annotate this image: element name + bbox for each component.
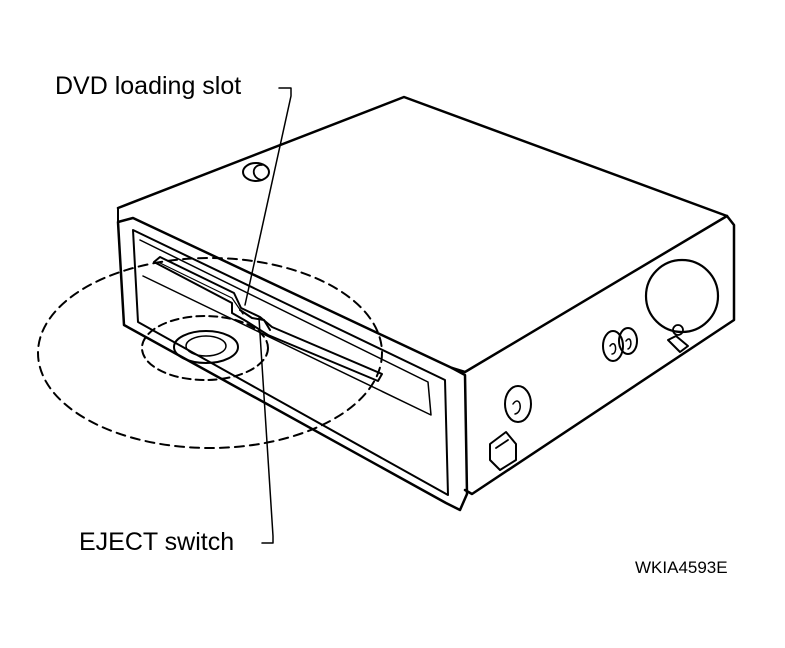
side-connectors xyxy=(489,258,720,471)
dvd-unit-body xyxy=(116,95,736,512)
eject-switch-label: EJECT switch xyxy=(79,528,235,556)
side-face xyxy=(463,214,736,496)
figure-code-label: WKIA4593E xyxy=(635,558,728,577)
eject-switch-leader-line xyxy=(258,317,274,544)
dvd-loading-slot-label: DVD loading slot xyxy=(55,72,242,100)
dvd-slot-leader-line xyxy=(244,87,292,306)
top-screw xyxy=(242,162,270,182)
front-bezel xyxy=(116,216,469,512)
dvd-loading-slot xyxy=(153,256,383,382)
eject-switch xyxy=(239,309,271,331)
dvd-disc xyxy=(37,257,383,449)
